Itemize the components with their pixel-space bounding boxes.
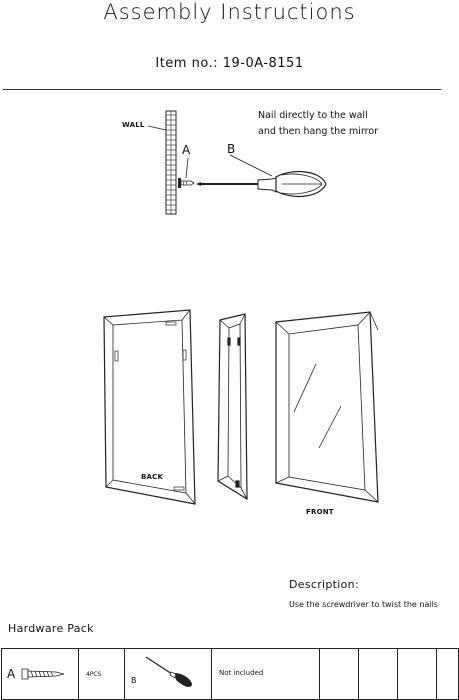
instruction-line-2: and then hang the mirror — [258, 126, 379, 137]
hardware-b-label: B — [131, 675, 137, 685]
label-b-leader — [229, 154, 273, 177]
hardware-b-cell: B — [124, 648, 212, 700]
label-a-leader — [185, 157, 189, 179]
label-a: A — [182, 143, 191, 157]
back-label: BACK — [141, 473, 164, 481]
mirror-views — [103, 309, 379, 505]
step1-illustration — [147, 110, 327, 215]
hardware-a-cell: A — [1, 648, 79, 700]
mirror-back-icon — [103, 309, 196, 505]
front-label: FRONT — [306, 508, 334, 516]
nail-icon — [178, 178, 195, 188]
empty-cell — [358, 648, 398, 700]
item-number: Item no.: 19-0A-8151 — [155, 56, 304, 71]
nail-icon — [21, 668, 65, 680]
empty-cell — [397, 648, 437, 700]
label-b: B — [227, 142, 236, 156]
header-divider — [3, 89, 441, 90]
instruction-line-1: Nail directly to the wall — [258, 110, 368, 121]
table-row: A 4PCS B Not included — [1, 648, 459, 700]
hardware-b-note: Not included — [211, 648, 320, 700]
wall-leader — [147, 125, 167, 131]
wall-label: WALL — [122, 121, 145, 129]
description-title: Description: — [289, 578, 359, 591]
screwdriver-icon — [196, 170, 327, 198]
page-title: Assembly Instructions — [103, 0, 356, 24]
mirror-front-icon — [275, 311, 379, 503]
empty-cell — [319, 648, 359, 700]
description-text: Use the screwdriver to twist the nails — [289, 600, 438, 609]
hardware-a-qty: 4PCS — [78, 648, 125, 700]
hardware-pack-title: Hardware Pack — [8, 622, 94, 635]
hardware-a-label: A — [7, 667, 16, 681]
mirror-side-icon — [217, 313, 248, 501]
wall-icon — [165, 110, 177, 215]
hardware-table: A 4PCS B Not included — [1, 648, 459, 700]
empty-cell — [436, 648, 459, 700]
screwdriver-icon — [145, 656, 192, 688]
instruction-note: Nail directly to the wall and then hang … — [258, 108, 378, 140]
